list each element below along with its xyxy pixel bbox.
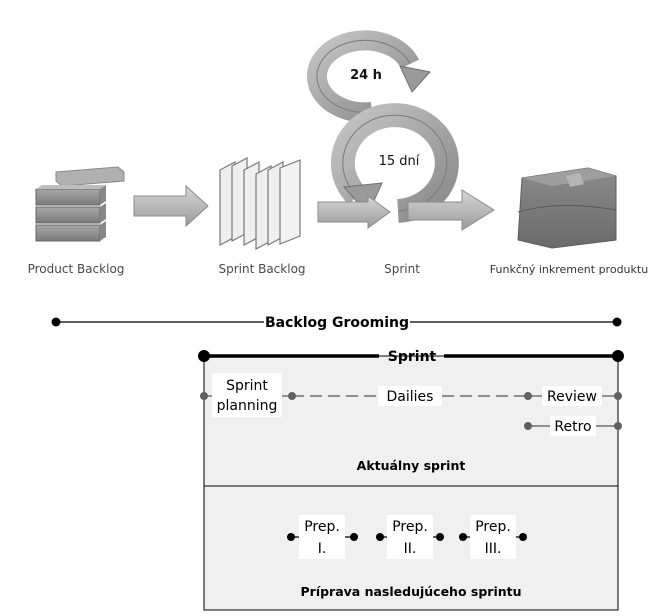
- sprint-timeline-label: Sprint: [388, 349, 437, 365]
- flow-arrow-3: [407, 189, 495, 231]
- product-backlog-icon: [35, 166, 125, 242]
- sprint-planning-label-1: Sprint: [226, 378, 268, 394]
- prep-3-label-1: Prep.: [475, 519, 511, 535]
- prep-1-label-2: I.: [318, 541, 327, 557]
- increment-label: Funkčný inkrement produktu: [490, 263, 648, 276]
- grooming-timeline: [51, 317, 622, 327]
- prep-1: [287, 515, 358, 559]
- prep-2-label-1: Prep.: [392, 519, 428, 535]
- prep-1-label-1: Prep.: [304, 519, 340, 535]
- retro-label: Retro: [554, 419, 591, 435]
- sprint-planning-label-2: planning: [217, 398, 278, 414]
- sprint-backlog-icon: [219, 157, 301, 250]
- sprint-events-line: [200, 392, 622, 400]
- product-backlog-label: Product Backlog: [28, 262, 125, 276]
- sprint-backlog-label: Sprint Backlog: [218, 262, 305, 276]
- flow-arrow-1: [133, 184, 209, 228]
- prep-3-label-2: III.: [485, 541, 502, 557]
- sprint-cycle-label: 15 dní: [379, 154, 420, 169]
- sprint-planning-box: [212, 373, 282, 417]
- sprint-label: Sprint: [384, 262, 420, 276]
- review-label: Review: [547, 389, 597, 405]
- dailies-box: [378, 386, 442, 406]
- retro-line: [524, 422, 622, 430]
- dailies-label: Dailies: [387, 389, 434, 405]
- prep-3: [459, 515, 527, 559]
- sprint-timeline: [198, 350, 624, 362]
- backlog-grooming-label: Backlog Grooming: [265, 315, 409, 331]
- current-sprint-label: Aktuálny sprint: [357, 458, 466, 473]
- flow-arrow-2: [317, 195, 391, 229]
- daily-cycle-icon: [307, 30, 431, 123]
- retro-box: [550, 416, 596, 436]
- sprint-cycle-icon: [330, 103, 459, 223]
- prep-2: [376, 515, 444, 559]
- review-box: [542, 386, 602, 406]
- next-sprint-prep-label: Príprava nasledujúceho sprintu: [301, 584, 522, 599]
- increment-box-icon: [517, 167, 617, 249]
- prep-2-label-2: II.: [404, 541, 417, 557]
- daily-cycle-label: 24 h: [350, 68, 382, 83]
